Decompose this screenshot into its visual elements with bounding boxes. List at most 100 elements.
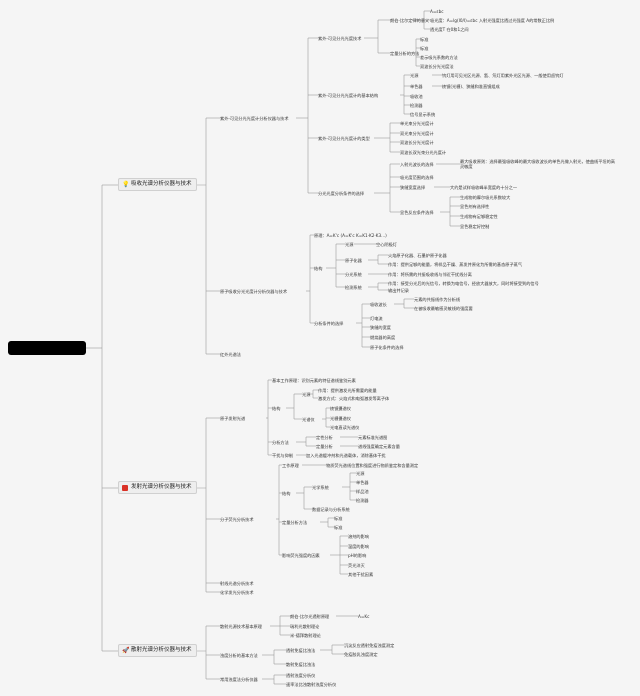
topic-quant-methods[interactable]: 定量分析的方法: [390, 51, 420, 56]
topic-fluor-factors[interactable]: 影响荧光强度的因素: [282, 553, 320, 558]
topic-atomizer[interactable]: 原子化器: [345, 258, 362, 263]
leaf-prism-spectro: 棱镜摄谱仪: [330, 406, 351, 411]
leaf-sensitive-line: 在被吸收最敏感灵敏线的强度要: [414, 306, 473, 311]
leaf-ph: pH的影响: [348, 553, 367, 558]
topic-transmit-instr[interactable]: 透射浊度分析仪: [286, 673, 316, 678]
topic-aes-structure[interactable]: 结构: [272, 406, 281, 411]
topic-beer-law[interactable]: 朗伯-比尔定律的意义: [390, 18, 430, 23]
leaf-control: 显色稳定好控制: [460, 224, 490, 229]
topic-detection[interactable]: 检测系统: [345, 285, 362, 290]
branch-scatter-principle[interactable]: 散射光源技术基本原理: [220, 624, 262, 629]
leaf-other: 其他干扰因素: [348, 572, 374, 577]
topic-fluor-structure[interactable]: 结构: [282, 491, 291, 496]
leaf-direct-reading: 光电直读光谱仪: [330, 425, 360, 430]
topic-lamp-current[interactable]: 灯电流: [370, 316, 383, 321]
branch-instruments[interactable]: 常用浊度法分析仪器: [220, 677, 258, 682]
topic-transmit-turbid[interactable]: 透射免疫比浊法: [286, 648, 316, 653]
topic-beer-transmit[interactable]: 朗伯-比尔光透射原理: [290, 614, 330, 619]
topic-wavelength-select[interactable]: 入射光波长的选择: [400, 162, 434, 167]
topic-slit[interactable]: 狭缝的宽度: [370, 325, 391, 330]
topic-dispersion[interactable]: 分光系统: [345, 272, 362, 277]
leaf-dual-wave-dual-beam: 双波长双光束分光光度计: [400, 150, 447, 155]
category-absorption[interactable]: 💡 吸收光谱分析仪器与技术: [118, 178, 197, 191]
branch-chemilum[interactable]: 化学发光分析技术: [220, 590, 254, 595]
leaf-atomizer-role: 作用：提供足够的能量，将样品干燥、蒸发并原化为所需的基态原子蒸气: [388, 262, 523, 267]
leaf-formula: A=εbc: [430, 9, 444, 14]
topic-slit-width[interactable]: 狭缝宽度选择: [400, 185, 426, 190]
leaf-molar-absorb: 生成物的摩尔吸光系数较大: [460, 195, 511, 200]
leaf-detection-output: 输出并记录: [388, 288, 409, 293]
leaf-dual-wavelength: 双波长分光光度计: [400, 140, 434, 145]
branch-turbidity[interactable]: 浊度分析的基本方法: [220, 653, 258, 658]
leaf-fluor-detector: 检测器: [356, 498, 369, 503]
leaf-standard-1: 标准: [420, 37, 429, 42]
topic-detector[interactable]: 检测器: [410, 103, 423, 108]
topic-interference[interactable]: 干扰与抑制: [272, 453, 293, 458]
topic-rate-instr[interactable]: 速率法比浊散射浊度分析仪: [286, 682, 337, 687]
leaf-dual-wave: 双波长分光光度法: [420, 64, 454, 69]
topic-quantitative[interactable]: 定量分析: [316, 444, 333, 449]
leaf-detection-role: 作用：接受分光后的光信号，转换为电信号，经放大器放大，同时将接受到的信号: [388, 281, 539, 286]
leaf-quenching: 荧光淬灭: [348, 563, 365, 568]
topic-absorb-wavelength[interactable]: 吸收波长: [370, 302, 387, 307]
branch-aas[interactable]: 原子吸收分光光度计分析仪器与技术: [220, 289, 288, 294]
root-node[interactable]: [8, 341, 86, 355]
topic-aas-principle[interactable]: 原理：A=K'c (A=K'c K=K1·K2·K3...): [314, 233, 387, 238]
category-emission[interactable]: 发射光谱分析仪器与技术: [118, 481, 197, 494]
leaf-atomizer-types: 火焰原子化器、石墨炉原子化器: [388, 253, 447, 258]
leaf-a-kc: A=Kc: [358, 614, 370, 619]
topic-absorbance-range[interactable]: 吸光度范围的选择: [400, 175, 434, 180]
topic-spectrometer[interactable]: 光谱仪: [302, 417, 315, 422]
topic-scatter-turbid[interactable]: 散射免疫比浊法: [286, 662, 316, 667]
flag-icon: [122, 484, 128, 491]
leaf-buffer: 加入光谱缓冲剂和光谱载体，消除基体干扰: [306, 453, 386, 458]
topic-qualitative[interactable]: 定性分析: [316, 435, 333, 440]
topic-light-source[interactable]: 光源: [410, 73, 419, 78]
branch-ir[interactable]: 红外光谱法: [220, 352, 241, 357]
topic-conditions[interactable]: 分光光度分析条件的选择: [318, 191, 365, 196]
leaf-fluor-principle: 物质荧光谱线位置和强度进行物质鉴定和含量测定: [326, 463, 419, 468]
topic-aes-source[interactable]: 光源: [302, 392, 311, 397]
topic-color-reaction[interactable]: 显色反应条件选择: [400, 210, 434, 215]
topic-burner-height[interactable]: 燃烧器的高度: [370, 335, 396, 340]
topic-monochromator[interactable]: 单色器: [410, 84, 423, 89]
leaf-diff-absorb: 差示吸光系数的方法: [420, 55, 458, 60]
category-scattering[interactable]: 🚀 散射光谱分析仪器与技术: [118, 644, 197, 657]
leaf-transmittance: 透光度T 在0和1之间: [430, 27, 469, 32]
branch-aes[interactable]: 原子发射光谱: [220, 416, 246, 421]
branch-fluorescence[interactable]: 分子荧光分析技术: [220, 517, 254, 522]
topic-types[interactable]: 紫外-可见分光光度计的类型: [318, 136, 370, 141]
leaf-standard-spectrum: 元素标准光谱图: [358, 435, 388, 440]
leaf-fluor-source: 光源: [356, 471, 365, 476]
topic-structure[interactable]: 紫外-可见分光光度计的基本结构: [318, 93, 379, 98]
branch-ray[interactable]: 射线光谱分析技术: [220, 581, 254, 586]
topic-optical-system[interactable]: 光学系统: [312, 485, 329, 490]
topic-aas-conditions[interactable]: 分析条件的选择: [314, 321, 344, 326]
leaf-grating-spectro: 光栅摄谱仪: [330, 416, 351, 421]
leaf-dispersion-role: 作用：将所需的共振吸收线与邻近干扰线分离: [388, 272, 472, 277]
topic-rayleigh[interactable]: 瑞利光散射理论: [290, 624, 320, 629]
topic-fluor-quant[interactable]: 定量分析方法: [282, 520, 308, 525]
leaf-single-beam: 单光束分光光度计: [400, 121, 434, 126]
leaf-line-intensity: 谱线强度确定元素含量: [358, 444, 400, 449]
topic-signal-display[interactable]: 信号显示系统: [410, 112, 436, 117]
leaf-double-beam: 双光束分光光度计: [400, 131, 434, 136]
topic-aes-methods[interactable]: 分析方法: [272, 440, 289, 445]
leaf-resonance-line: 元素的共振线作为分析线: [414, 297, 461, 302]
topic-aas-source[interactable]: 光源: [345, 242, 354, 247]
branch-uv-vis[interactable]: 紫外-可见分光光度计分析仪器与技术: [220, 116, 289, 121]
topic-aas-structure[interactable]: 结构: [314, 266, 323, 271]
leaf-excitation: 激发方式：火焰式和电弧激发等离子体: [318, 396, 390, 401]
leaf-fluor-std-2: 标准: [334, 525, 343, 530]
topic-data-system[interactable]: 数据记录与分析系统: [312, 507, 350, 512]
leaf-fluor-std-1: 标准: [334, 516, 343, 521]
topic-uv-vis-tech[interactable]: 紫外-可见分光光度技术: [318, 36, 362, 41]
topic-cuvette[interactable]: 吸收池: [410, 94, 423, 99]
topic-fluor-principle[interactable]: 工作原理: [282, 463, 299, 468]
topic-aes-principle[interactable]: 基本工作原理：识别元素的特征谱线鉴别元素: [272, 378, 356, 383]
topic-mie-debye[interactable]: 米-德拜散射理论: [290, 633, 321, 638]
leaf-precip: 沉淀反应透射免疫浊度测定: [344, 643, 395, 648]
topic-atomization[interactable]: 原子化条件的选择: [370, 345, 404, 350]
leaf-aes-source-role: 作用：提供激发光所需要的能量: [318, 388, 377, 393]
